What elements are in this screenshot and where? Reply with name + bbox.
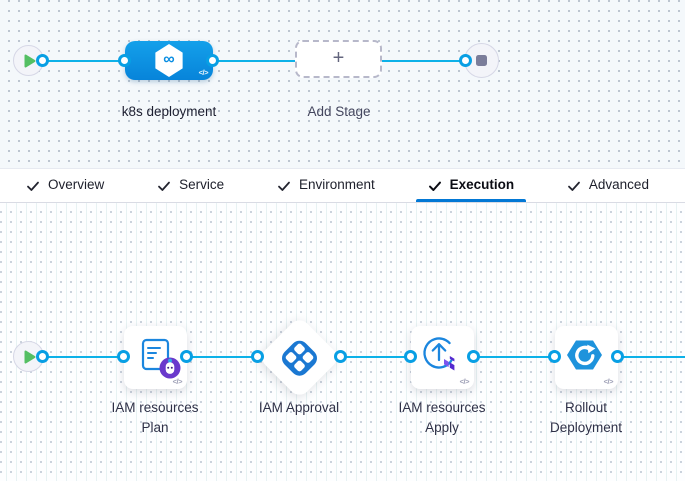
code-icon: </> bbox=[603, 377, 614, 386]
connector-port[interactable] bbox=[180, 350, 193, 363]
connector-port[interactable] bbox=[404, 350, 417, 363]
plus-icon: + bbox=[332, 46, 345, 69]
step-label: IAM Approval bbox=[258, 400, 340, 415]
cd-stage-hexagon-icon: ∞ bbox=[155, 44, 183, 77]
tab-label: Execution bbox=[449, 177, 515, 192]
step-label: IAM resources Apply bbox=[398, 400, 486, 435]
check-icon bbox=[428, 179, 442, 193]
check-icon bbox=[26, 179, 40, 193]
tab-advanced[interactable]: Advanced bbox=[555, 169, 661, 202]
stage-label: k8s deployment bbox=[121, 104, 217, 119]
connector-port[interactable] bbox=[334, 350, 347, 363]
stage-graph-canvas bbox=[0, 0, 685, 168]
play-icon bbox=[24, 350, 36, 363]
stage-connector-line bbox=[29, 60, 482, 62]
code-icon: </> bbox=[172, 377, 183, 386]
connector-port[interactable] bbox=[459, 54, 472, 67]
terraform-plan-icon bbox=[141, 338, 181, 379]
tab-label: Overview bbox=[48, 177, 105, 192]
add-stage-label: Add Stage bbox=[307, 104, 371, 119]
tab-overview[interactable]: Overview bbox=[14, 169, 116, 202]
execution-start-node[interactable] bbox=[13, 341, 44, 372]
tab-label: Environment bbox=[298, 177, 375, 192]
stage-config-tabs: Overview Service Environment Execution A… bbox=[0, 168, 685, 203]
tab-label: Advanced bbox=[588, 177, 649, 192]
check-icon bbox=[277, 179, 291, 193]
step-node-iam-resources-apply[interactable]: </> bbox=[411, 326, 474, 389]
connector-port[interactable] bbox=[548, 350, 561, 363]
connector-port[interactable] bbox=[467, 350, 480, 363]
stop-icon bbox=[476, 55, 487, 66]
code-icon: </> bbox=[198, 68, 209, 77]
approval-icon bbox=[278, 336, 321, 379]
step-node-iam-resources-plan[interactable]: </> bbox=[124, 326, 187, 389]
code-icon: </> bbox=[459, 377, 470, 386]
step-connector-line bbox=[29, 356, 685, 358]
connector-port[interactable] bbox=[36, 54, 49, 67]
step-label: IAM resources Plan bbox=[111, 400, 199, 435]
add-stage-button[interactable]: + bbox=[295, 40, 382, 78]
connector-port[interactable] bbox=[118, 54, 131, 67]
tab-service[interactable]: Service bbox=[145, 169, 236, 202]
infinity-icon: ∞ bbox=[163, 50, 175, 68]
step-label: Rollout Deployment bbox=[549, 400, 623, 435]
connector-port[interactable] bbox=[36, 350, 49, 363]
tab-execution[interactable]: Execution bbox=[415, 169, 527, 202]
terraform-apply-icon bbox=[423, 337, 455, 371]
connector-port[interactable] bbox=[206, 54, 219, 67]
step-node-rollout-deployment[interactable]: </> bbox=[555, 326, 618, 389]
connector-port[interactable] bbox=[251, 350, 264, 363]
stage-node-k8s-deployment[interactable]: ∞ </> bbox=[125, 41, 213, 80]
tab-environment[interactable]: Environment bbox=[265, 169, 387, 202]
check-icon bbox=[157, 179, 171, 193]
connector-port[interactable] bbox=[611, 350, 624, 363]
rollout-deployment-icon bbox=[567, 340, 602, 370]
tab-label: Service bbox=[179, 177, 225, 192]
connector-port[interactable] bbox=[117, 350, 130, 363]
play-icon bbox=[24, 54, 36, 67]
check-icon bbox=[567, 179, 581, 193]
